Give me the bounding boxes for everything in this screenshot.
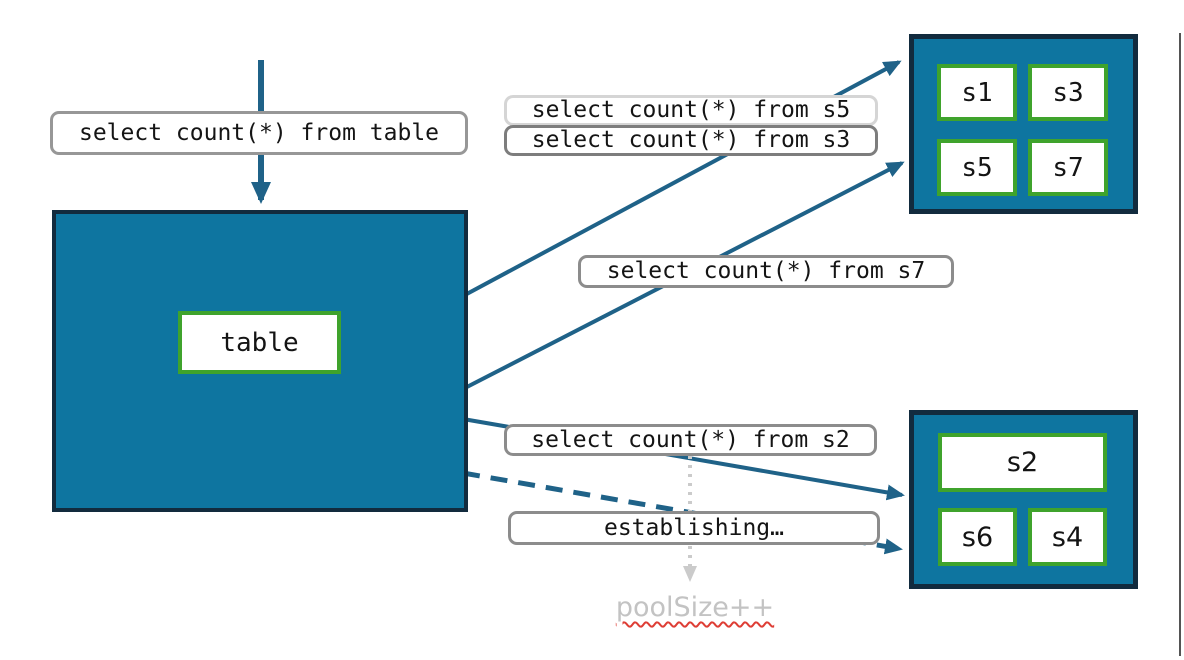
shard-s4: s4 [1028,508,1107,566]
status-label-establishing: establishing… [508,511,880,545]
poolsize-note: poolSize++ [615,592,775,623]
shard-s5: s5 [937,139,1017,196]
shard-s6: s6 [938,508,1017,566]
shard-s2: s2 [938,433,1107,492]
query-label-s2: select count(*) from s2 [504,424,877,456]
shard-s7: s7 [1028,139,1108,196]
table-node-label: table [178,311,341,374]
shard-s1: s1 [937,64,1017,121]
shard-s3: s3 [1028,64,1108,121]
shard-pool-bottom: s2 s6 s4 [909,410,1138,589]
table-node: table [52,210,468,512]
query-label-s7: select count(*) from s7 [578,255,954,288]
query-label-s5: select count(*) from s5 [504,95,878,126]
shard-pool-top: s1 s3 s5 s7 [909,34,1138,214]
query-label-s3: select count(*) from s3 [504,125,878,156]
query-label-table: select count(*) from table [50,111,468,155]
